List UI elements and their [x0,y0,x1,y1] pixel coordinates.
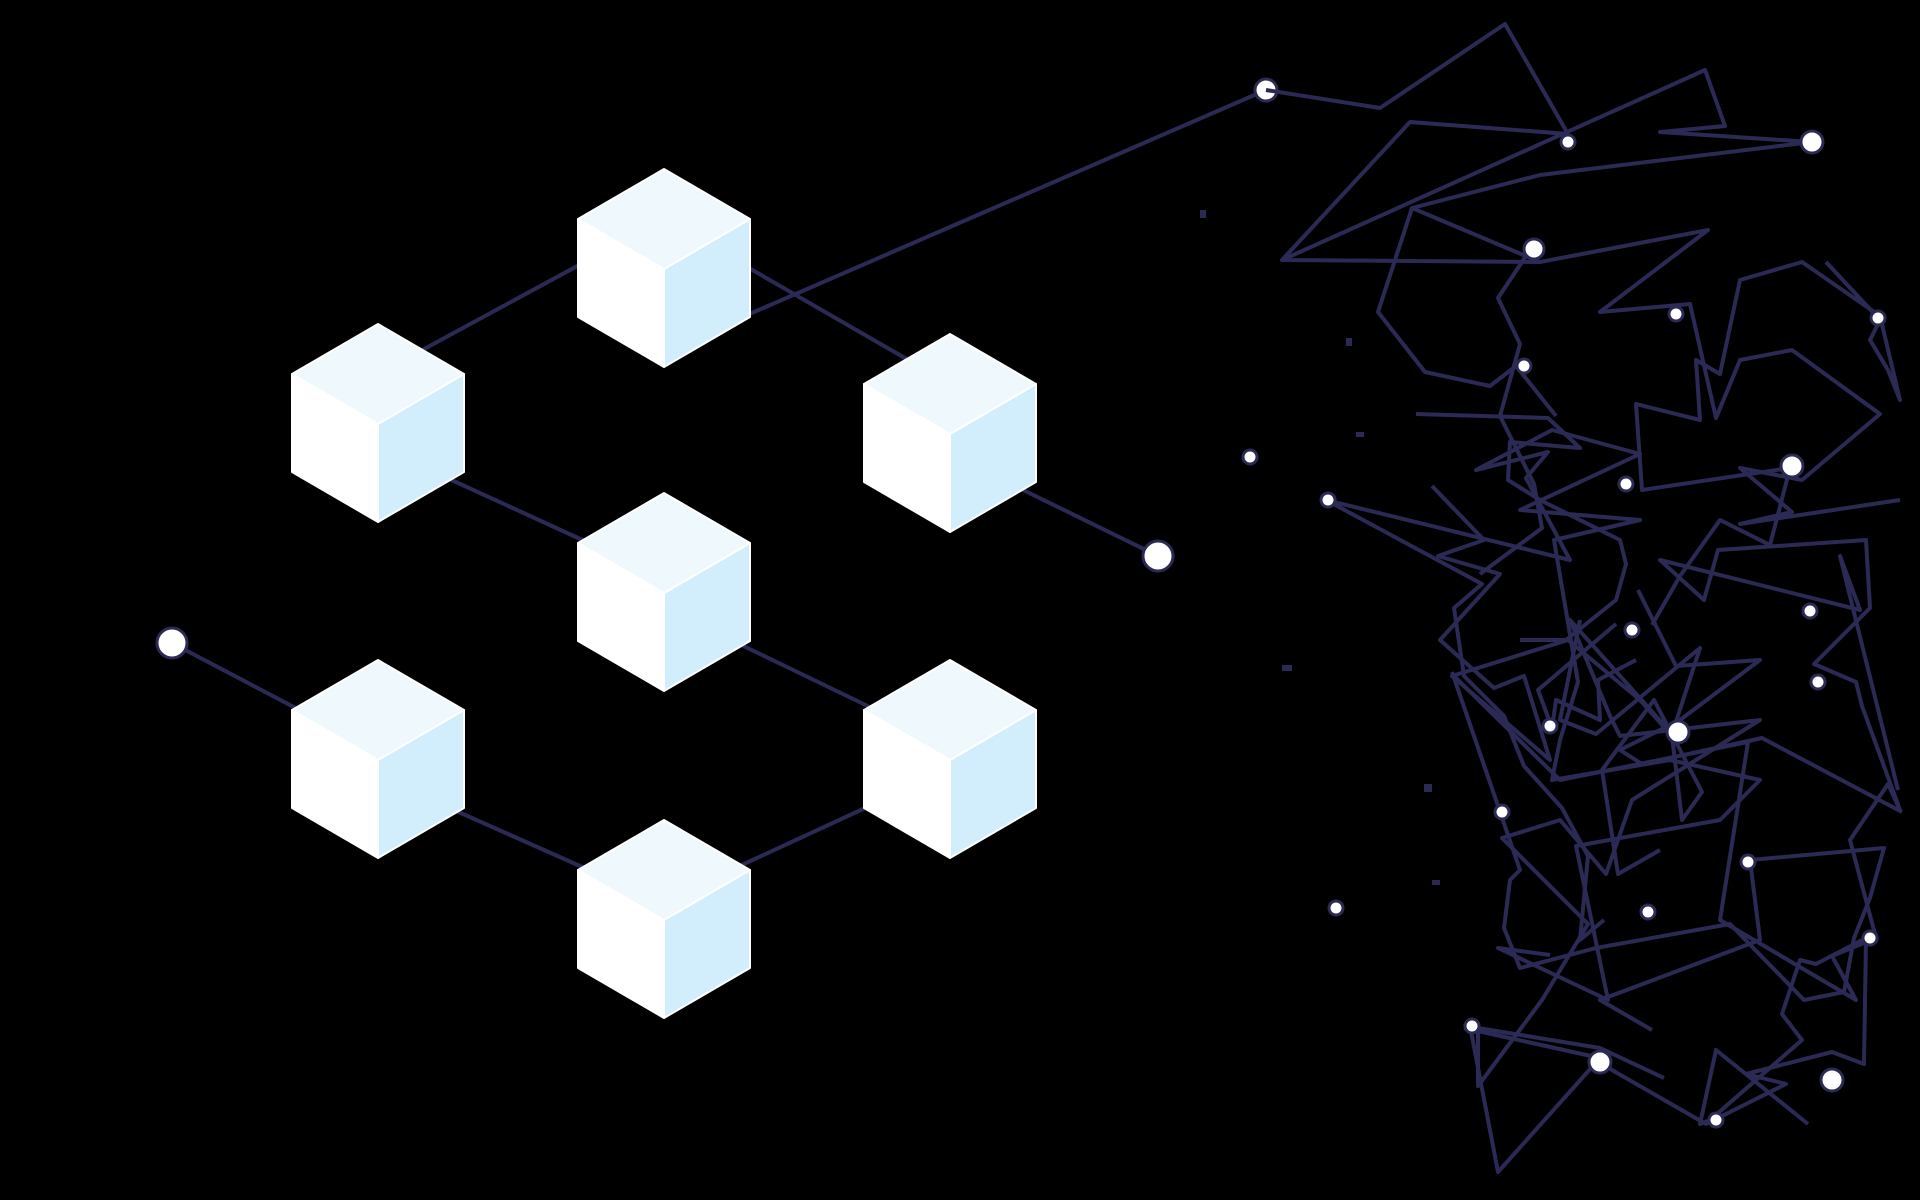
network-path [1476,618,1762,1088]
cube-block-4 [577,492,751,692]
network-node [1587,1049,1613,1075]
network-node [1493,803,1511,821]
network-node [1819,1067,1845,1093]
speck [1432,880,1440,885]
network-path [1325,428,1762,1002]
network-node [1739,853,1757,871]
endpoint-node [1141,539,1175,573]
network-path [1618,589,1903,814]
cube-top-face [863,333,1037,435]
network-path [1415,412,1628,642]
cube-top-face [577,492,751,594]
network-node [1667,305,1685,323]
network-path [1281,68,1814,418]
connector-line [730,88,1267,324]
blockchain-blocks [291,168,1037,1019]
network-path [1430,484,1704,876]
chain-endpoint-nodes [155,77,1279,660]
network-node [1463,1017,1481,1035]
network-node [1861,929,1879,947]
speck [1424,784,1432,792]
network-node [1327,899,1345,917]
speck [1200,210,1206,218]
connector-line [1016,485,1159,558]
network-path [1452,538,1902,1002]
network-node [1623,621,1641,639]
cube-block-5 [291,659,465,859]
speck [1282,665,1292,671]
network-path [1634,260,1902,626]
network-path [1463,1025,1602,1174]
cube-block-7 [577,819,751,1019]
cube-top-face [577,168,751,270]
cube-block-3 [863,333,1037,533]
connector-line [730,801,877,872]
network-path [1539,228,1901,526]
network-node [1779,453,1805,479]
endpoint-node [155,626,189,660]
cube-block-6 [863,659,1037,859]
network-path [1450,671,1886,1032]
network-node [1541,717,1559,735]
scattered-network-nodes [1241,129,1887,1129]
connector-line [444,475,590,545]
network-node [1617,475,1635,493]
network-node [1241,448,1259,466]
network-node [1559,133,1577,151]
connector-line [171,641,310,717]
cube-top-face [863,659,1037,761]
cube-block-1 [577,168,751,368]
connector-line [444,804,590,872]
connector-line [730,638,877,712]
floating-specks [1200,210,1440,885]
network-node [1799,129,1825,155]
cube-block-2 [291,323,465,523]
network-node [1515,357,1533,375]
speck [1346,338,1352,346]
cube-top-face [291,659,465,761]
network-node [1707,1111,1725,1129]
network-path [1536,622,1637,730]
cube-top-face [577,819,751,921]
network-path [1478,254,1544,576]
cube-top-face [291,323,465,425]
network-path [1325,498,1606,942]
network-path [1597,936,1868,1126]
network-node [1639,903,1657,921]
network-node [1801,602,1819,620]
network-node [1522,237,1546,261]
network-node [1319,491,1337,509]
network-path [1265,22,1570,264]
scattered-network-lines [1265,22,1903,1174]
speck [1356,432,1364,437]
network-node [1665,719,1691,745]
network-node [1869,309,1887,327]
network-node [1809,673,1827,691]
